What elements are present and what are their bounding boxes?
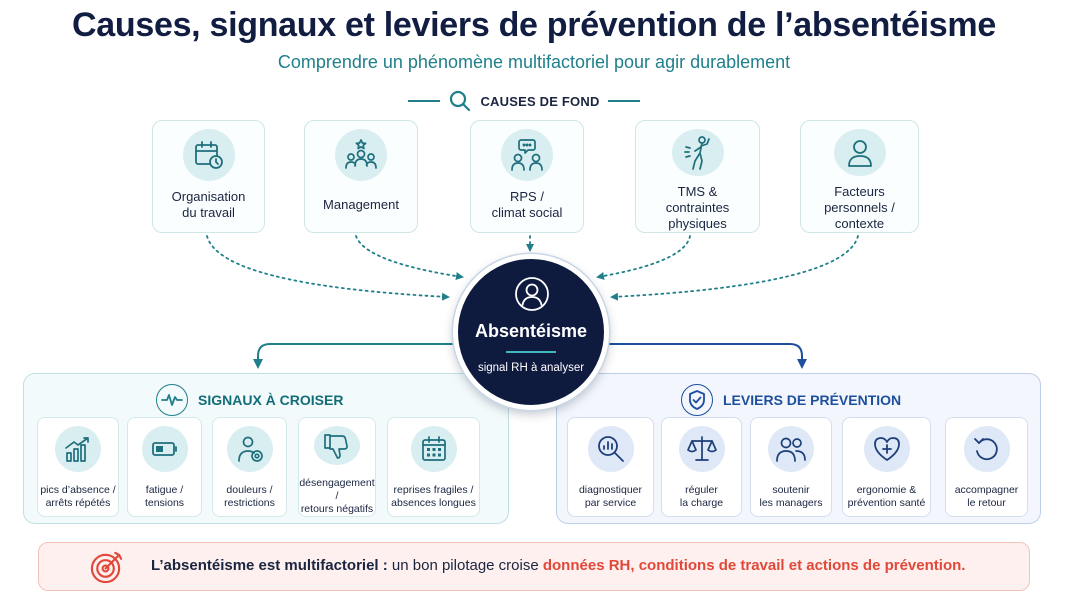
banner-text: L’absentéisme est multifactoriel : un bo… [151, 557, 965, 574]
signals-header: SIGNAUX À CROISER [156, 384, 343, 416]
thumbs-down-icon [314, 426, 360, 465]
lever-item-accompagner: accompagner le retour [945, 417, 1028, 517]
lever-item-reguler: réguler la charge [661, 417, 742, 517]
cause-label: RPS / climat social [491, 189, 563, 220]
arrow-tms [596, 235, 691, 280]
signal-label: douleurs / restrictions [224, 484, 275, 509]
causes-header: CAUSES DE FOND [404, 88, 644, 114]
signals-header-label: SIGNAUX À CROISER [198, 392, 344, 408]
levers-header-label: LEVIERS DE PRÉVENTION [723, 392, 902, 408]
cause-label: Facteurs personnels / contexte [824, 184, 895, 231]
shield-check-icon [681, 384, 713, 416]
signals-panel: SIGNAUX À CROISER pics d’absence / arrêt… [23, 373, 509, 524]
causes-header-label: CAUSES DE FOND [480, 93, 600, 109]
lever-label: diagnostiquer par service [578, 484, 643, 509]
pulse-icon [156, 384, 188, 416]
lever-item-diagnostiquer: diagnostiquer par service [567, 417, 654, 517]
support-people-icon [768, 426, 814, 472]
center-subtitle: signal RH à analyser [477, 362, 585, 374]
lever-label: accompagner le retour [954, 484, 1019, 509]
arrow-to-levers [609, 343, 807, 369]
arrow-facteurs [610, 235, 859, 301]
team-star-icon [335, 129, 387, 181]
signal-item-pics: pics d’absence / arrêts répétés [37, 417, 119, 517]
lever-label: ergonomie & prévention santé [847, 484, 926, 509]
cause-card-organisation: Organisation du travail [152, 120, 265, 233]
lever-label: soutenir les managers [759, 484, 823, 509]
calendar-clock-icon [182, 129, 235, 181]
signal-label: reprises fragiles / absences longues [391, 484, 476, 509]
signal-item-douleurs: douleurs / restrictions [212, 417, 287, 517]
person-icon [833, 129, 886, 176]
cause-label: TMS & contraintes physiques [665, 184, 730, 231]
arrow-management [355, 235, 464, 281]
people-chat-icon [501, 129, 553, 181]
lever-item-ergonomie: ergonomie & prévention santé [842, 417, 931, 517]
signal-item-desengagement: désengagement / retours négatifs [298, 417, 376, 517]
center-divider [506, 351, 556, 353]
center-title: Absentéisme [474, 321, 588, 341]
cause-label: Management [323, 197, 399, 212]
header-line-left [408, 100, 441, 102]
cause-card-facteurs: Facteurs personnels / contexte [800, 120, 919, 233]
user-circle-icon [515, 277, 549, 311]
calendar-icon [410, 426, 457, 472]
signal-item-reprises: reprises fragiles / absences longues [387, 417, 480, 517]
page-subtitle: Comprendre un phénomène multifactoriel p… [277, 52, 791, 72]
heart-plus-icon [863, 426, 910, 472]
arrow-to-signals [253, 343, 455, 369]
target-arrow-icon [90, 551, 123, 584]
levers-panel: LEVIERS DE PRÉVENTION diagnostiquer par … [556, 373, 1041, 524]
arrow-organisation [206, 235, 450, 301]
balance-scale-icon [678, 426, 725, 472]
levers-header: LEVIERS DE PRÉVENTION [681, 384, 901, 416]
magnifier-icon [450, 90, 471, 112]
banner-bold: L’absentéisme est multifactoriel : [151, 557, 388, 574]
absenteisme-node: Absentéisme signal RH à analyser [453, 254, 609, 410]
body-pain-icon [671, 129, 724, 176]
page-title: Causes, signaux et leviers de prévention… [72, 6, 996, 44]
banner-highlight: données RH, conditions de travail et act… [542, 557, 966, 574]
return-arrow-icon [963, 426, 1010, 472]
person-badge-icon [226, 426, 273, 472]
signal-label: désengagement / retours négatifs [299, 477, 375, 515]
bar-chart-up-icon [55, 426, 101, 472]
signal-item-fatigue: fatigue / tensions [127, 417, 202, 517]
signal-label: pics d’absence / arrêts répétés [40, 484, 116, 509]
cause-label: Organisation du travail [171, 189, 246, 220]
battery-low-icon [141, 426, 188, 472]
conclusion-banner: L’absentéisme est multifactoriel : un bo… [38, 542, 1030, 591]
cause-card-management: Management [304, 120, 418, 233]
banner-normal: un bon pilotage croise [387, 557, 543, 574]
cause-card-tms: TMS & contraintes physiques [635, 120, 760, 233]
lever-item-soutenir: soutenir les managers [750, 417, 832, 517]
cause-card-rps: RPS / climat social [470, 120, 584, 233]
header-line-right [607, 100, 640, 102]
magnifier-chart-icon [587, 426, 634, 472]
lever-label: réguler la charge [679, 484, 724, 509]
signal-label: fatigue / tensions [144, 484, 185, 509]
